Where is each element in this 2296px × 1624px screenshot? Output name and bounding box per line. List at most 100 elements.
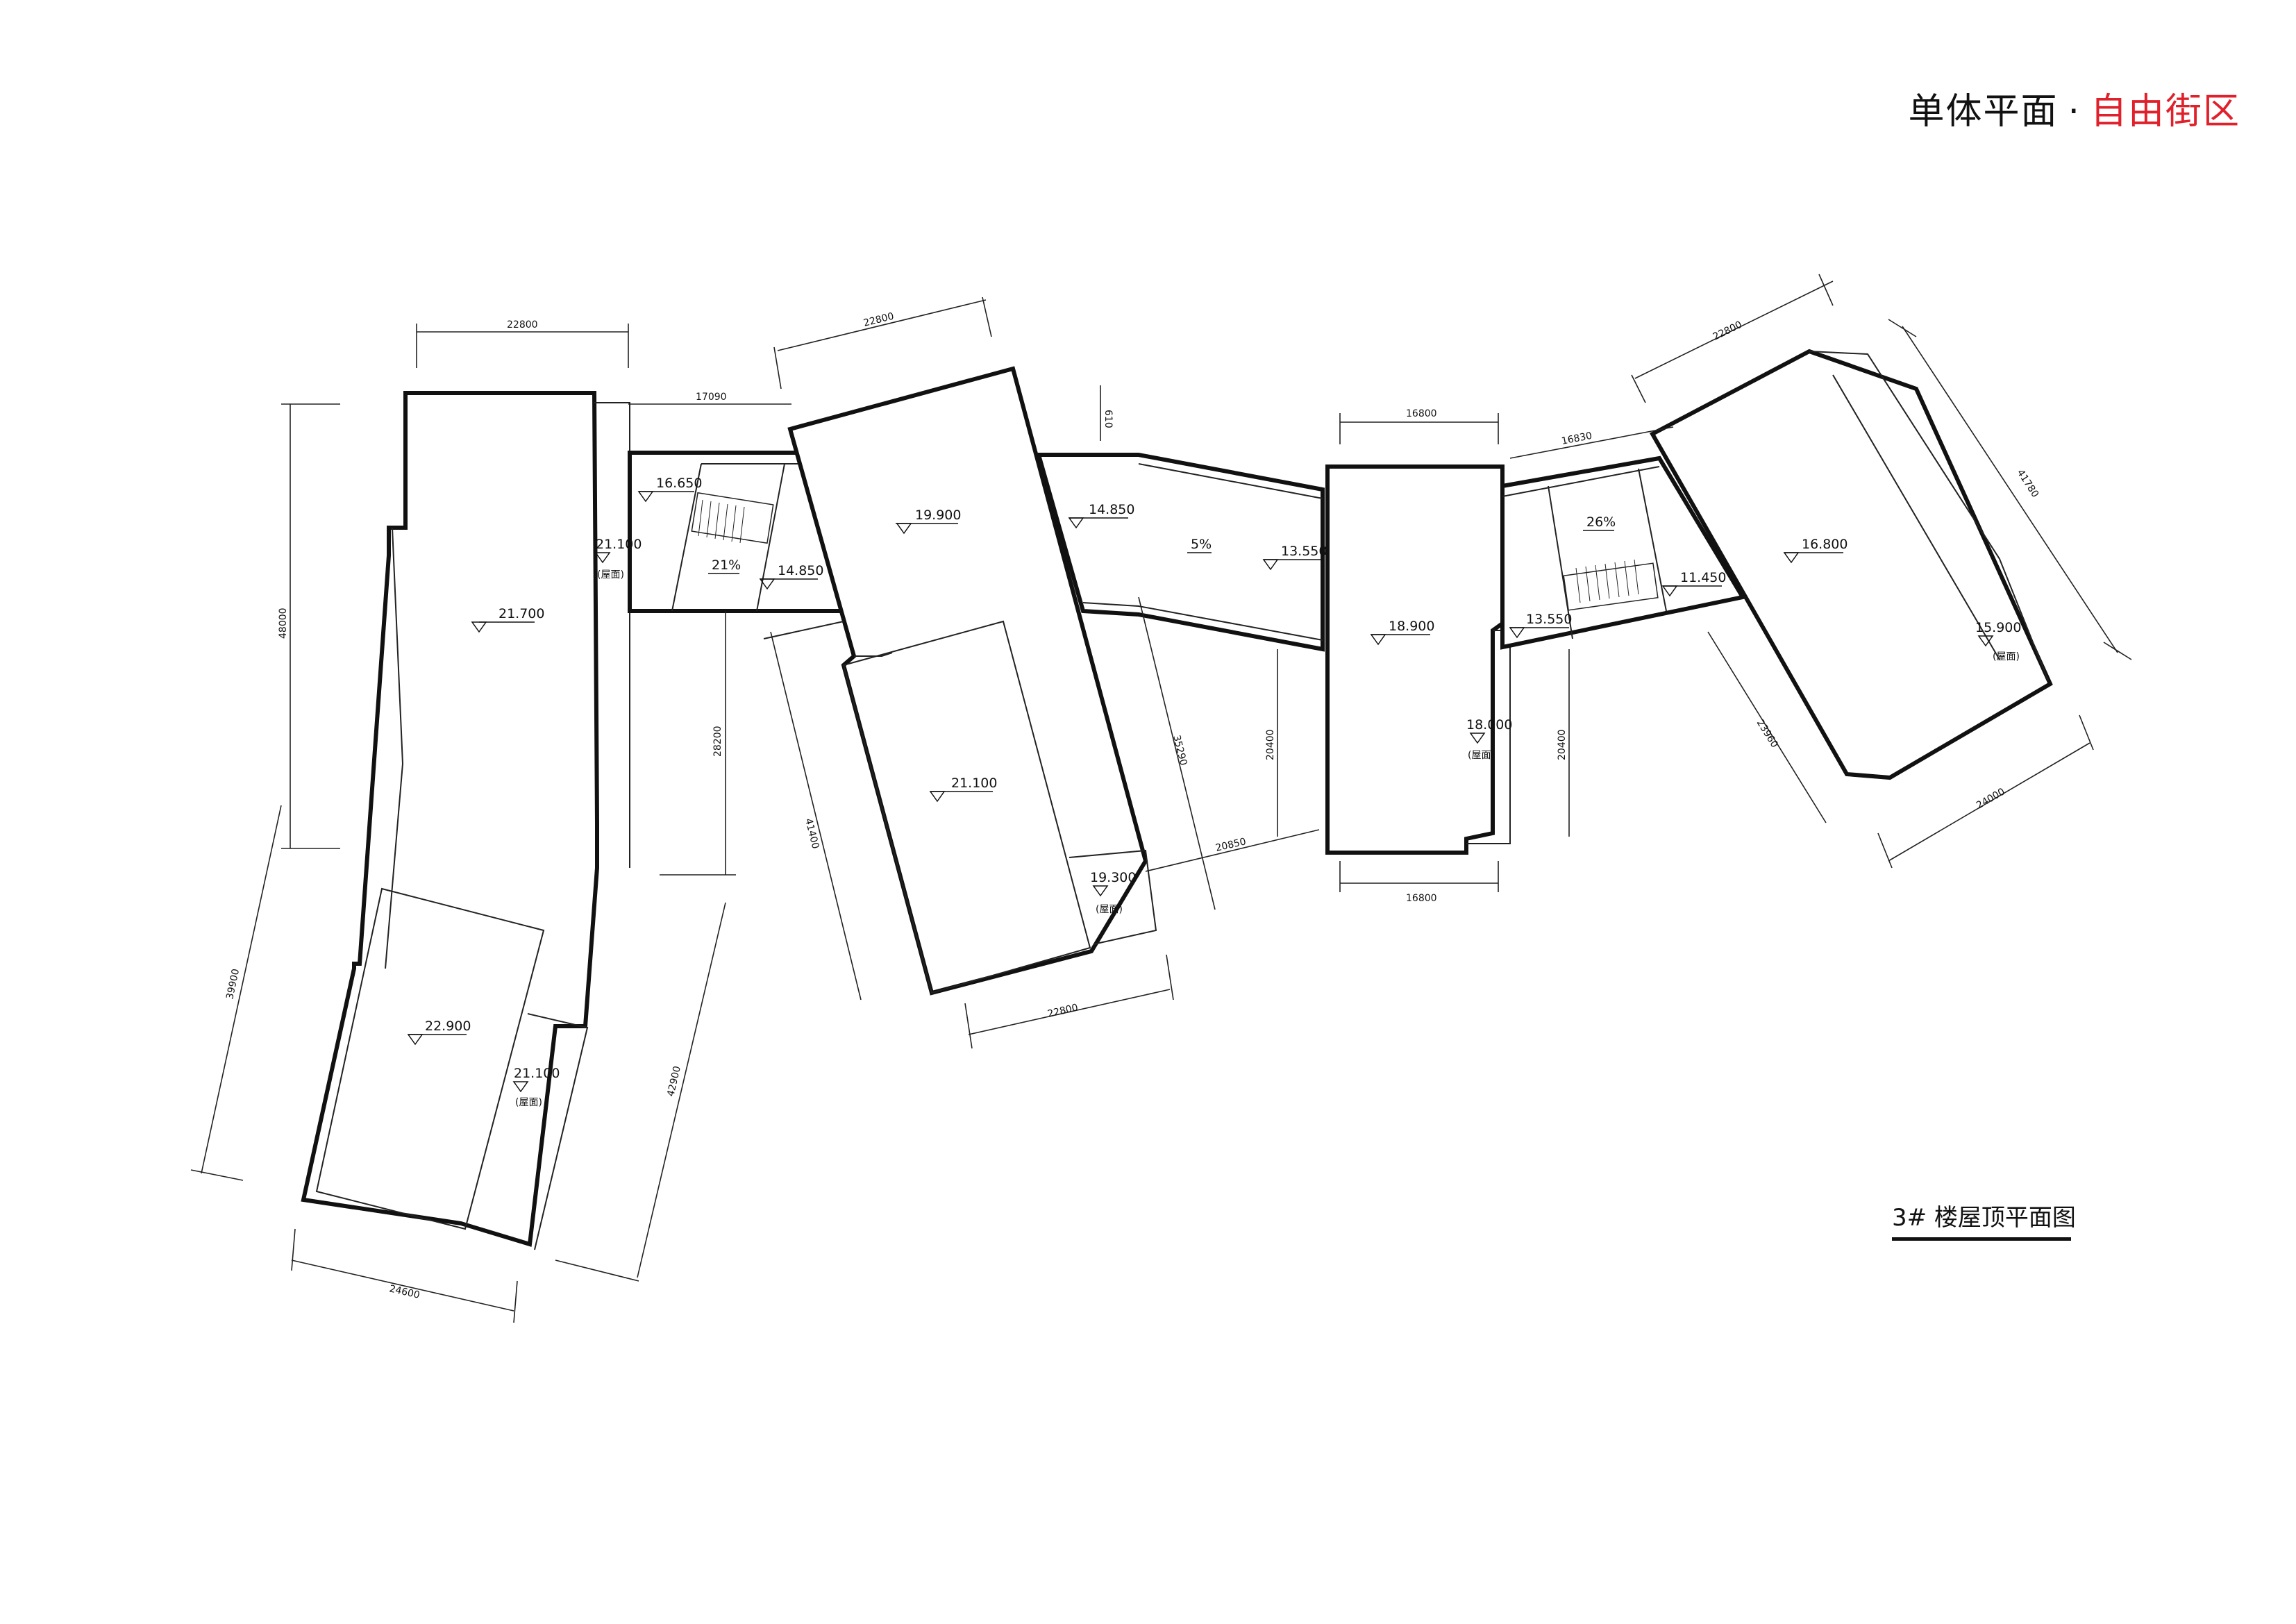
elevation-value: 13.550 (1526, 612, 1572, 627)
right-tower-parapet (1809, 351, 2049, 681)
dim-label: 23960 (1754, 718, 1780, 750)
dim-label: 610 (1103, 410, 1114, 428)
dim-tick (1877, 832, 1893, 869)
elevation-marker: 21.100 (屋面) (594, 537, 642, 580)
dim-line-10 (770, 631, 862, 1001)
dim-label: 28200 (712, 726, 723, 757)
dim-label: 24600 (388, 1283, 421, 1301)
dim-label: 22800 (1046, 1002, 1079, 1020)
elevation-marker: 14.850 (759, 563, 823, 590)
dim-label: 39900 (224, 968, 242, 1001)
elevation-marker: 13.550 (1509, 612, 1572, 639)
stair-1-icon (691, 492, 774, 544)
dim-line-18 (1509, 426, 1674, 459)
dim-label: 17090 (696, 392, 727, 403)
left-tower-outline (301, 391, 599, 1247)
elevation-marker: 18.000 (屋面) (1466, 717, 1512, 761)
dim-tick (513, 1280, 518, 1323)
dim-tick (1166, 954, 1174, 1001)
elevation-value: 14.850 (1089, 502, 1134, 517)
dim-tick (773, 346, 782, 390)
middle-left-terrace (1069, 849, 1157, 945)
elevation-triangle-icon (512, 1081, 529, 1093)
elevation-triangle-icon (1509, 627, 1525, 639)
bridge-2-rail-2 (1082, 602, 1323, 641)
elevation-triangle-icon (1469, 733, 1486, 744)
dim-tick (2079, 714, 2094, 751)
dim-tick (964, 1003, 973, 1049)
elevation-value: 16.650 (656, 476, 702, 491)
left-tower-inner-edge (385, 527, 404, 969)
elevation-value: 21.100 (514, 1066, 560, 1081)
elevation-marker: 22.900 (407, 1019, 471, 1046)
bridge-2-rail (1138, 463, 1323, 499)
elevation-marker: 15.900 (屋面) (1975, 620, 2021, 662)
dim-line-6 (291, 1259, 514, 1312)
dim-label: 16800 (1406, 408, 1437, 419)
middle-left-tower (787, 366, 1148, 996)
dim-tick (982, 296, 992, 337)
elevation-marker: 13.550 (1262, 544, 1327, 571)
elevation-triangle-icon (1092, 885, 1109, 897)
elevation-triangle-icon (1661, 585, 1678, 597)
dim-label: 16830 (1561, 430, 1593, 447)
dim-tick (1818, 274, 1834, 306)
building-outlines (301, 349, 2053, 1250)
elevation-note: (屋面) (1993, 651, 2020, 662)
elevation-marker: 11.450 (1661, 570, 1726, 597)
dim-line-20 (1902, 326, 2118, 653)
elevation-value: 19.900 (915, 508, 961, 523)
middle-left-lower-block (842, 620, 1091, 994)
bridge-3-edge (1548, 485, 1573, 639)
bridge-3-rail (1502, 466, 1660, 497)
elevation-value: 22.900 (425, 1019, 471, 1034)
right-tower-inner (1832, 374, 2000, 660)
sheet-header: 单体平面·自由街区 (1908, 82, 2240, 134)
stair-2-icon (1563, 559, 1659, 611)
elevation-value: 14.850 (778, 563, 823, 578)
elevation-triangle-icon (407, 1034, 424, 1046)
dim-label: 16800 (1406, 893, 1437, 904)
elevation-triangle-icon (471, 621, 487, 633)
elevation-value: 16.800 (1802, 537, 1847, 552)
dim-label: 20400 (1557, 729, 1568, 760)
elevation-marker: 16.650 (637, 476, 702, 503)
bridge-2 (1036, 453, 1325, 652)
slope-value: 26% (1586, 514, 1616, 530)
elevation-value: 19.300 (1090, 870, 1136, 885)
dim-line-21 (1707, 631, 1827, 823)
middle-right-tower (1325, 464, 1505, 855)
left-tower-parapet (594, 402, 630, 868)
elevation-marker: 16.800 (1783, 537, 1847, 564)
elevation-marker: 14.850 (1068, 502, 1134, 529)
dim-label: 41400 (803, 817, 821, 850)
dim-tick (555, 1259, 639, 1282)
slope-value: 21% (712, 558, 741, 573)
elevation-note: (屋面) (1096, 904, 1123, 915)
elevation-triangle-icon (1783, 552, 1800, 564)
elevation-value: 18.000 (1466, 717, 1512, 733)
elevation-value: 21.100 (951, 776, 997, 791)
bridge-3 (1500, 455, 1746, 650)
elevation-value: 15.900 (1975, 620, 2021, 635)
elevation-triangle-icon (1262, 559, 1279, 571)
dim-line-22 (1888, 742, 2090, 862)
dim-label: 41780 (2015, 467, 2041, 499)
elevation-note: (屋面) (1468, 750, 1495, 761)
elevation-marker: 21.700 (471, 606, 544, 633)
slope-marker: 5% (1187, 537, 1212, 553)
elevation-value: 11.450 (1680, 570, 1726, 585)
dim-line-19 (1634, 281, 1834, 379)
dim-line-5 (201, 805, 282, 1174)
dimension-lines (190, 274, 2132, 1323)
bridge-3-edge-2 (1638, 468, 1667, 612)
dim-tick (1631, 374, 1646, 403)
elevation-triangle-icon (759, 578, 776, 590)
elevation-triangle-icon (929, 791, 946, 803)
dim-tick (2103, 642, 2132, 660)
header-title-black: 单体平面 (1908, 91, 2059, 133)
left-lower-terrace (527, 1013, 589, 1250)
dim-label: 20400 (1265, 729, 1276, 760)
bridge-1-edge-2 (756, 463, 785, 612)
